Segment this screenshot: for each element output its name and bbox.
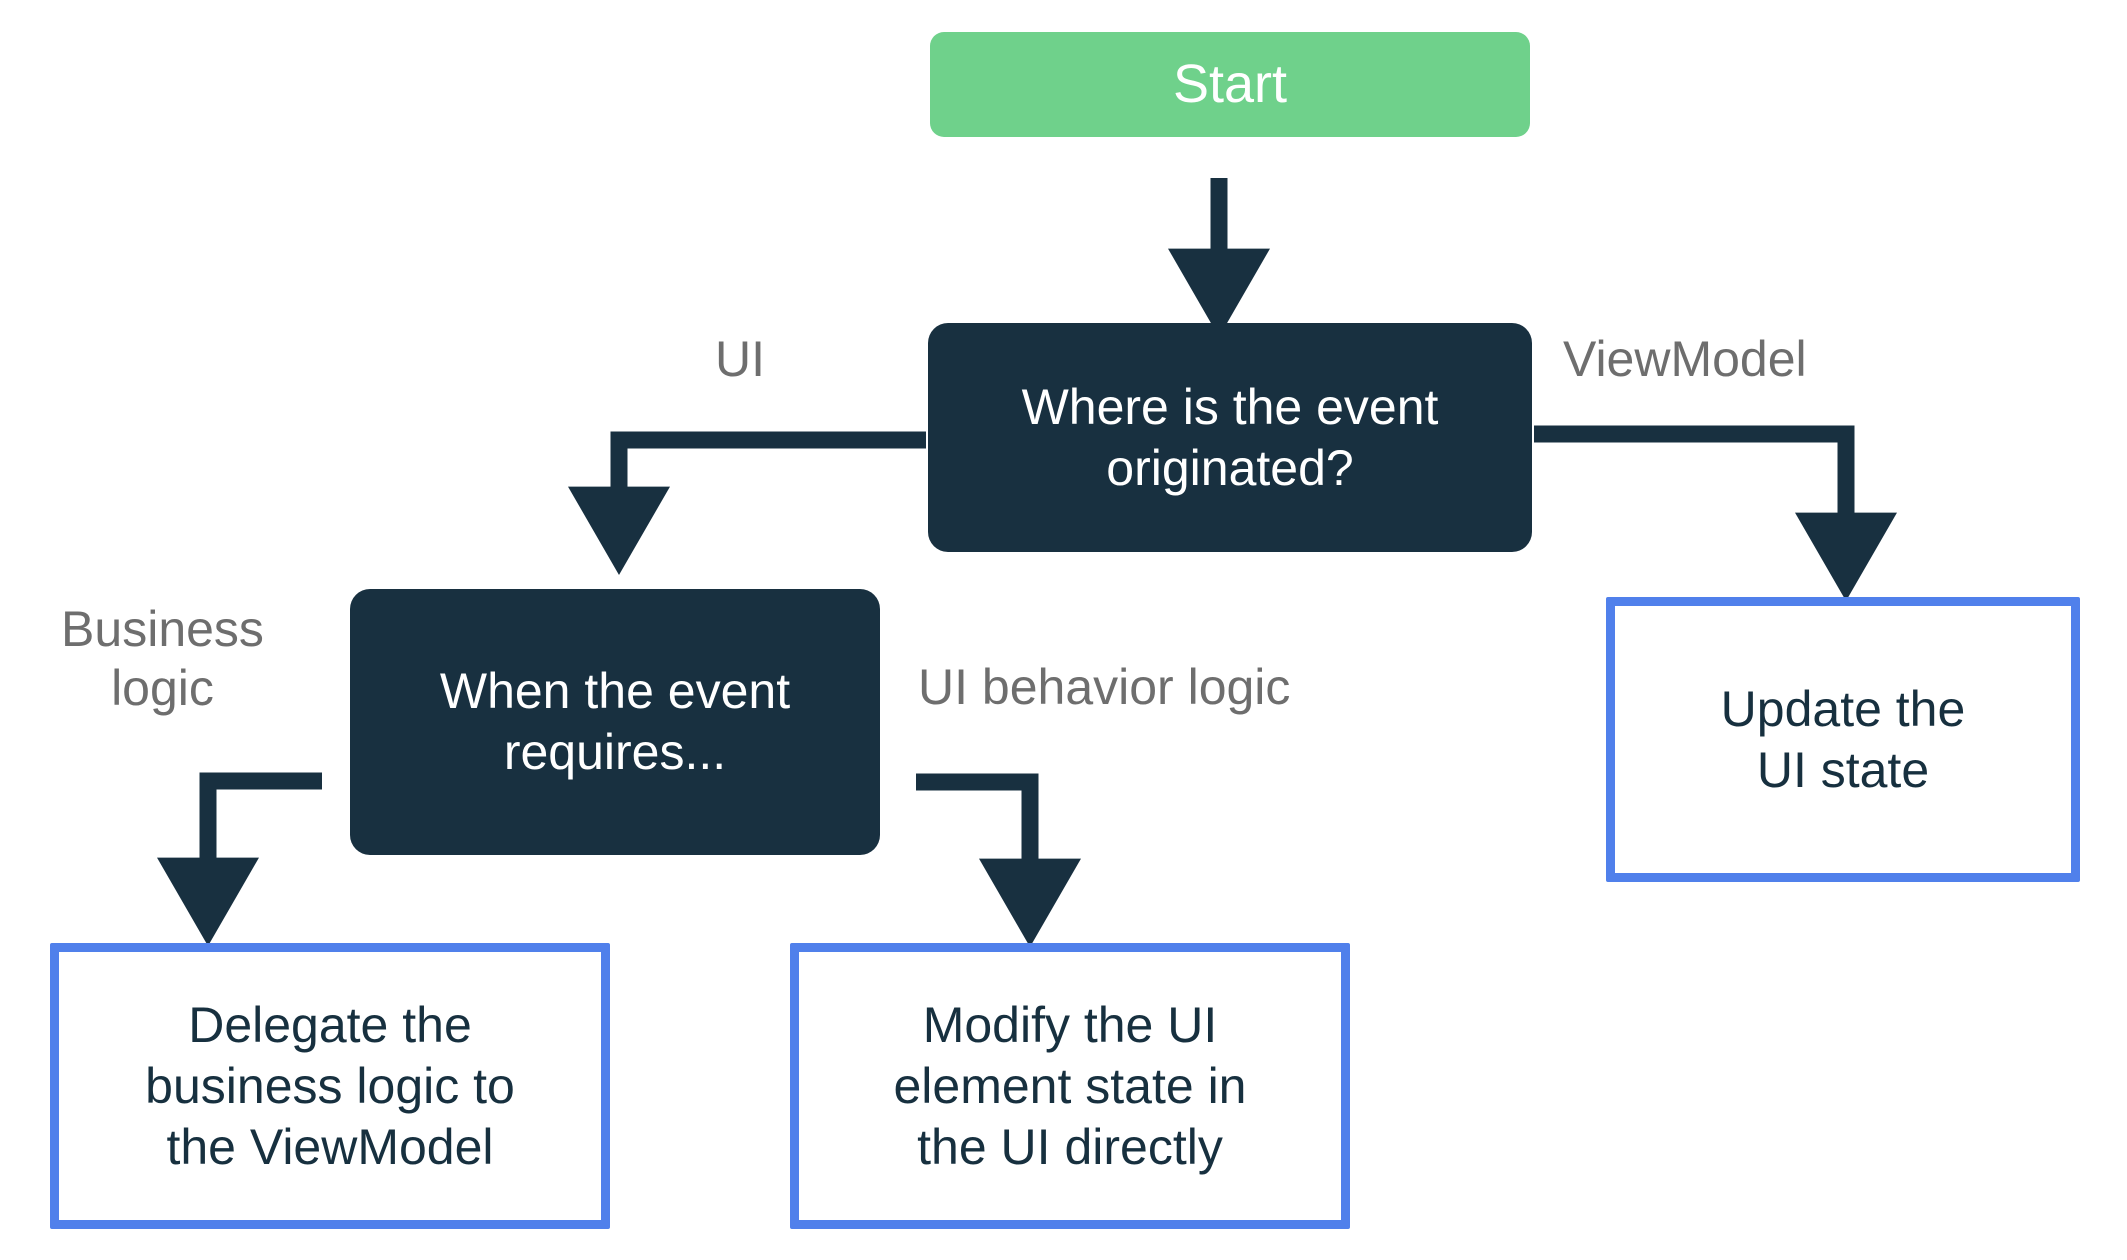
node-start[interactable]: Start [930, 32, 1530, 137]
edge-requires-to-modify [916, 773, 1081, 947]
edge-decision-to-update-ui-state [1534, 425, 1897, 601]
node-outcome-modify-ui-element[interactable]: Modify the UI element state in the UI di… [790, 943, 1350, 1229]
node-outcome-update-ui-state-label: Update the UI state [1720, 680, 1966, 798]
node-decision-event-origin-label: Where is the event originated? [1021, 378, 1439, 496]
edge-label-ui: UI [715, 331, 765, 387]
node-decision-event-requires[interactable]: When the event requires... [350, 589, 880, 855]
node-outcome-delegate-business-logic-label: Delegate the business logic to the ViewM… [145, 996, 515, 1175]
edge-decision-to-requires [568, 431, 926, 575]
edge-label-business-logic: Business logic [61, 601, 264, 716]
edge-label-viewmodel: ViewModel [1563, 331, 1807, 387]
node-outcome-delegate-business-logic[interactable]: Delegate the business logic to the ViewM… [50, 943, 610, 1229]
node-outcome-modify-ui-element-label: Modify the UI element state in the UI di… [893, 996, 1247, 1175]
edge-requires-to-delegate [157, 772, 322, 946]
node-outcome-update-ui-state[interactable]: Update the UI state [1606, 597, 2080, 882]
edge-label-ui-behavior-logic: UI behavior logic [918, 659, 1291, 715]
node-start-label: Start [1172, 53, 1288, 114]
node-decision-event-requires-label: When the event requires... [439, 663, 791, 780]
node-decision-event-origin[interactable]: Where is the event originated? [928, 323, 1532, 552]
